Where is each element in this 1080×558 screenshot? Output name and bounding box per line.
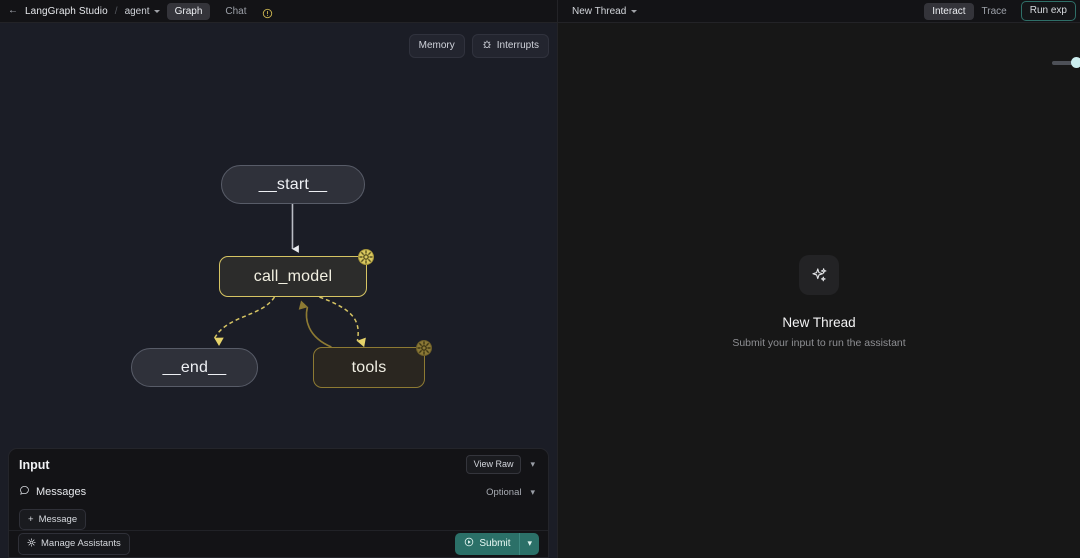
input-panel-footer: Manage Assistants Submit [9, 529, 548, 557]
add-message-label: Message [38, 513, 78, 525]
thread-empty-state: New Thread Submit your input to run the … [558, 255, 1080, 349]
input-panel-header: Input View Raw ▾ [9, 449, 548, 480]
plus-icon: + [28, 513, 34, 525]
sparkles-icon [799, 255, 839, 295]
thread-pane: New Thread Submit your input to run the … [558, 23, 1080, 558]
memory-button-label: Memory [418, 40, 455, 51]
memory-button[interactable]: Memory [408, 34, 465, 58]
breadcrumb-separator: / [114, 5, 118, 17]
run-experiment-button[interactable]: Run exp [1020, 1, 1076, 21]
thread-empty-subtitle: Submit your input to run the assistant [732, 337, 906, 349]
messages-row: Messages Optional ▾ [9, 480, 548, 505]
chevron-down-icon [153, 9, 160, 13]
submit-button-group: Submit ▾ [455, 532, 539, 555]
view-toggle[interactable] [1052, 57, 1080, 68]
view-toggle-knob [1071, 57, 1080, 68]
submit-options-chevron-down-icon[interactable]: ▾ [519, 532, 539, 555]
graph-node-end[interactable]: __end__ [131, 348, 258, 387]
tab-interact[interactable]: Interact [924, 2, 974, 20]
gear-icon [27, 538, 36, 550]
graph-node-tools[interactable]: tools [313, 340, 432, 388]
top-bar: ← LangGraph Studio / agent Graph Chat Ne… [0, 0, 1080, 23]
submit-button[interactable]: Submit [455, 533, 519, 555]
graph-node-start-label: __start__ [258, 175, 328, 193]
tab-trace[interactable]: Trace [981, 5, 1007, 17]
bug-icon [482, 39, 492, 53]
edge-call-model-to-end [213, 296, 276, 347]
manage-assistants-label: Manage Assistants [41, 538, 121, 550]
graph-node-start[interactable]: __start__ [221, 165, 365, 204]
info-circle-icon[interactable] [262, 6, 273, 18]
messages-optional-badge: Optional [486, 486, 522, 498]
app-brand-title: LangGraph Studio [25, 5, 108, 17]
add-message-row: + Message [9, 505, 548, 530]
input-panel: Input View Raw ▾ Messages Optional ▾ [8, 448, 549, 558]
graph-node-end-label: __end__ [162, 358, 227, 376]
message-bubble-icon [19, 483, 30, 501]
edge-call-model-to-tools [319, 296, 366, 348]
thread-selector[interactable]: New Thread [572, 5, 638, 17]
graph-pane: Memory Interrupts [0, 23, 558, 558]
edge-tools-to-call-model [298, 300, 332, 348]
graph-edges [213, 204, 366, 348]
back-arrow-icon[interactable]: ← [8, 5, 18, 16]
main-body: Memory Interrupts [0, 23, 1080, 558]
submit-button-label: Submit [479, 537, 511, 549]
gear-icon[interactable] [416, 340, 432, 356]
view-raw-button[interactable]: View Raw [465, 455, 522, 475]
top-bar-left: ← LangGraph Studio / agent Graph Chat [0, 0, 558, 22]
messages-label: Messages [36, 486, 87, 499]
tab-chat[interactable]: Chat [225, 5, 247, 17]
messages-chevron-down-icon[interactable]: ▾ [530, 486, 535, 497]
assistant-selector[interactable]: agent [125, 6, 160, 17]
assistant-selector-label: agent [124, 5, 150, 17]
graph-node-call-model-label: call_model [253, 267, 333, 285]
graph-node-call-model[interactable]: call_model [219, 249, 374, 297]
interrupts-button-label: Interrupts [496, 40, 539, 51]
graph-canvas[interactable]: __start__ call_model __end__ [0, 23, 557, 558]
graph-toolbar: Memory Interrupts [408, 34, 549, 58]
input-panel-collapse-chevron-down-icon[interactable]: ▾ [530, 459, 535, 470]
view-toggle-track [1052, 60, 1074, 65]
thread-selector-label: New Thread [572, 5, 627, 17]
interrupts-button[interactable]: Interrupts [471, 34, 549, 58]
thread-empty-title: New Thread [782, 315, 856, 330]
tab-graph[interactable]: Graph [166, 2, 211, 20]
manage-assistants-button[interactable]: Manage Assistants [18, 532, 130, 555]
chevron-down-icon [631, 9, 638, 13]
gear-icon[interactable] [358, 249, 374, 265]
graph-node-tools-label: tools [351, 358, 387, 376]
input-panel-title: Input [19, 457, 50, 472]
add-message-button[interactable]: + Message [19, 508, 87, 530]
play-circle-icon [464, 537, 474, 551]
top-bar-right: New Thread Interact Trace Run exp [558, 0, 1080, 22]
